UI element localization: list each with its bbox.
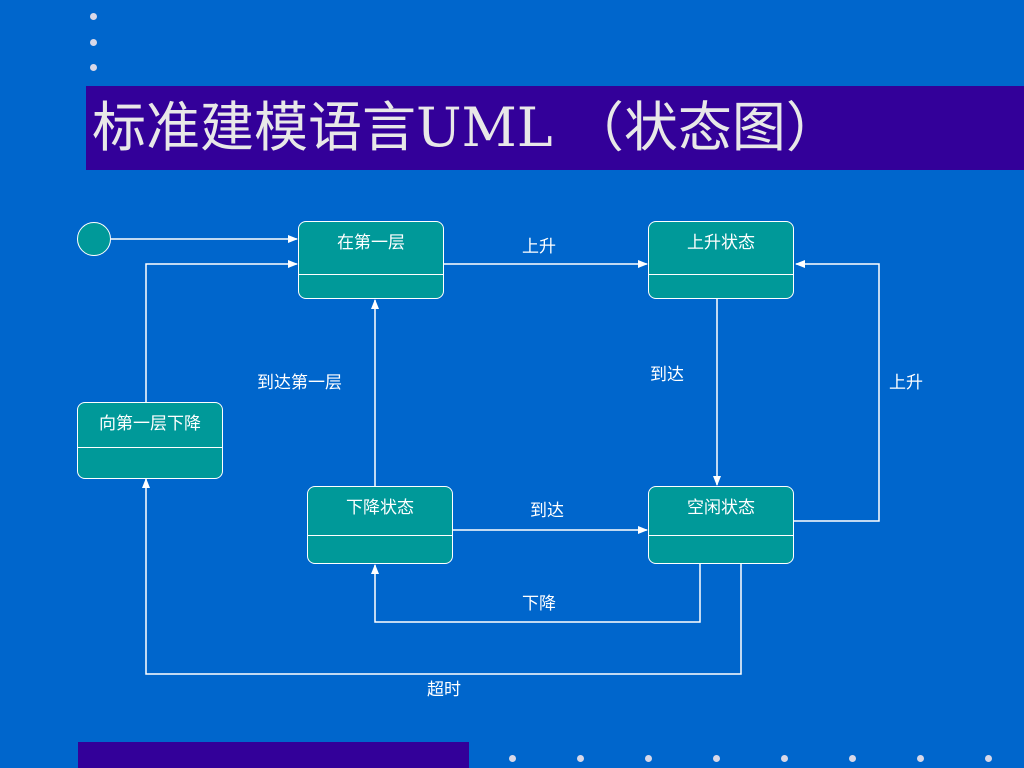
state-name: 下降状态 bbox=[346, 498, 414, 518]
initial-state-node bbox=[77, 222, 111, 256]
transition-label-idle-to-falling: 下降 bbox=[522, 594, 556, 614]
state-divider bbox=[299, 274, 443, 275]
title-bar bbox=[86, 86, 1024, 170]
transition-label-idle-to-rising: 上升 bbox=[889, 373, 923, 393]
decorative-dot bbox=[781, 755, 788, 762]
state-divider bbox=[308, 535, 452, 536]
decorative-dot bbox=[985, 755, 992, 762]
transition-label-first-floor-to-rising: 上升 bbox=[522, 237, 556, 257]
state-name: 向第一层下降 bbox=[99, 414, 201, 434]
state-descending-to-first: 向第一层下降 bbox=[77, 402, 223, 479]
state-divider bbox=[78, 447, 222, 448]
decorative-dot bbox=[849, 755, 856, 762]
bottom-bar bbox=[78, 742, 469, 768]
transition-label-falling-to-first-floor: 到达第一层 bbox=[257, 373, 342, 393]
state-falling: 下降状态 bbox=[307, 486, 453, 564]
decorative-dot bbox=[509, 755, 516, 762]
state-first-floor: 在第一层 bbox=[298, 221, 444, 299]
edge-descending-to-first-floor bbox=[145, 260, 298, 403]
state-name: 空闲状态 bbox=[687, 498, 755, 518]
decorative-dot bbox=[577, 755, 584, 762]
transition-label-idle-timeout: 超时 bbox=[427, 680, 461, 700]
edge-idle-timeout bbox=[142, 478, 742, 675]
state-name: 上升状态 bbox=[687, 233, 755, 253]
edge-idle-to-falling bbox=[371, 564, 701, 623]
decorative-dot bbox=[713, 755, 720, 762]
transition-label-falling-to-idle: 到达 bbox=[530, 501, 564, 521]
decorative-dot bbox=[645, 755, 652, 762]
slide-title: 标准建模语言UML （状态图） bbox=[92, 96, 840, 159]
edge-idle-to-rising bbox=[794, 260, 880, 522]
decorative-dot bbox=[90, 39, 97, 46]
decorative-dot bbox=[917, 755, 924, 762]
transition-label-rising-to-idle: 到达 bbox=[650, 365, 684, 385]
state-rising: 上升状态 bbox=[648, 221, 794, 299]
state-divider bbox=[649, 535, 793, 536]
state-name: 在第一层 bbox=[337, 233, 405, 253]
decorative-dot bbox=[90, 13, 97, 20]
state-idle: 空闲状态 bbox=[648, 486, 794, 564]
state-divider bbox=[649, 274, 793, 275]
decorative-dot bbox=[90, 64, 97, 71]
